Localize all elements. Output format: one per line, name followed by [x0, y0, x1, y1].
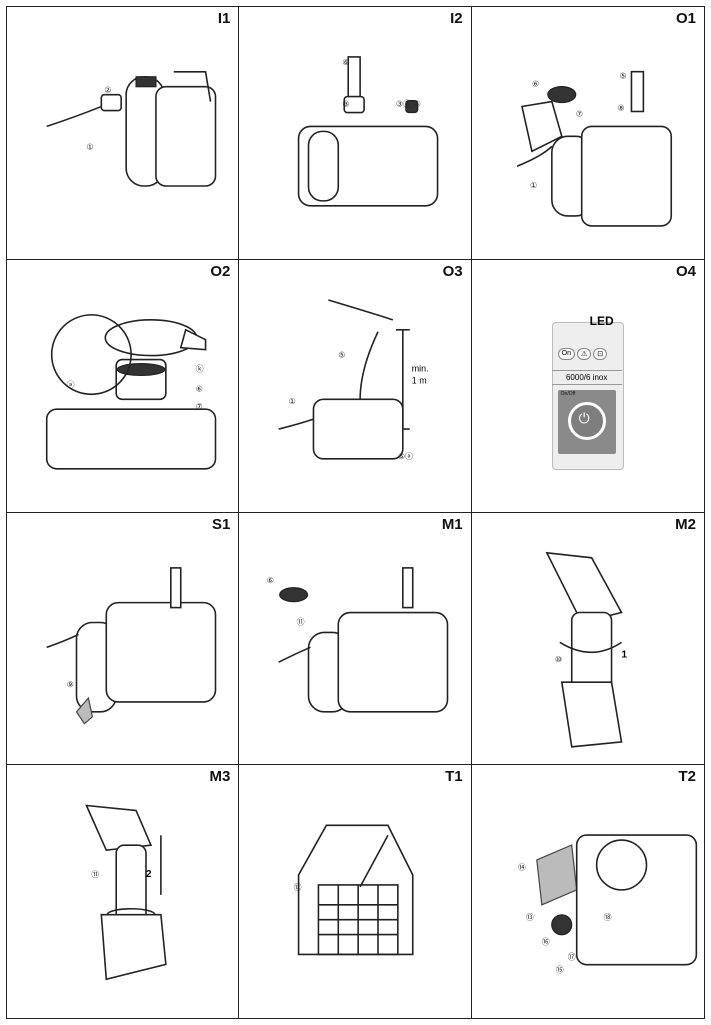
illustration-suction-height: min. 1 m ⑤ ① ⑤ⓐ — [278, 298, 429, 461]
power-icon: ⏻ — [578, 409, 590, 426]
callout: ⑬ — [526, 913, 534, 922]
panel-i1: I1 ② ① — [7, 7, 240, 260]
panel-m1: M1 ⑥ ⑪ — [239, 512, 472, 766]
panel-t2: T2 ⑭ ⑬ ⑱ ⑯ ⑰ ⑮ — [472, 765, 704, 1018]
callout: ⑥ — [532, 80, 539, 89]
callout: ⓐ — [67, 380, 75, 389]
onoff-label: On/Off — [560, 390, 576, 397]
panel-label: O1 — [675, 10, 696, 27]
callout: ⑰ — [567, 953, 575, 962]
callout: ① — [289, 397, 296, 406]
filter-led: ⊡ — [593, 347, 608, 360]
callout: ⑪ — [91, 870, 99, 879]
warning-led: ⚠ — [577, 347, 592, 360]
panel-label: I1 — [217, 10, 231, 27]
panel-label: S1 — [211, 515, 231, 533]
panel-o1: O1 ⑥ ⑤ ⑦ ⑧ ① — [471, 7, 704, 260]
callout: ⑤ — [339, 350, 346, 359]
illustration-valve-assembly: ⑭ ⑬ ⑱ ⑯ ⑰ ⑮ — [518, 834, 697, 975]
panel-label: O4 — [675, 262, 696, 280]
step-number: 2 — [146, 869, 152, 880]
panel-label: T2 — [678, 768, 696, 786]
instruction-grid: I1 ② ① I2 ⑥ ③ ③ⓑ ④ O1 — [6, 6, 705, 1019]
panel-m2: M2 1 ⑩ — [471, 513, 704, 766]
illustration-fill-water: ⑥ ⑤ ⑦ ⑧ ① — [516, 70, 672, 227]
panel-m3: M3 2 ⑪ — [7, 765, 240, 1018]
led-title: LED — [589, 313, 614, 328]
callout: ④ — [414, 100, 421, 109]
illustration-twist-filter: 1 ⑩ — [545, 551, 627, 748]
panel-label: O3 — [442, 262, 463, 280]
on-led: On — [557, 347, 575, 360]
illustration-filter-cap: ⓐ ⓚ ⑥ ⑦ — [45, 313, 217, 470]
panel-label: O2 — [210, 262, 231, 280]
callout: ⑤ⓐ — [398, 452, 413, 461]
callout: ⑥ — [267, 575, 274, 584]
callout: ⑥ — [343, 58, 350, 67]
callout: ⑯ — [541, 938, 549, 947]
panel-label: I2 — [450, 10, 463, 27]
illustration-connect-outlet: ⑥ ③ ③ⓑ ④ — [298, 56, 439, 207]
callout: ① — [86, 142, 93, 151]
callout: ⓚ — [196, 364, 204, 373]
callout: ⑮ — [555, 966, 563, 975]
panel-t1: T1 ⑫ — [239, 765, 472, 1018]
callout: ① — [530, 181, 537, 190]
panel-o2: O2 ⓐ ⓚ ⑥ ⑦ — [7, 259, 240, 513]
panel-i2: I2 ⑥ ③ ③ⓑ ④ — [239, 7, 472, 260]
callout: ⑱ — [603, 913, 611, 922]
callout: ③ⓑ — [396, 100, 411, 109]
panel-o4: O4 LED On ⚠ ⊡ 6000/6 inox On/Off ⏻ — [471, 260, 704, 513]
power-button[interactable] — [567, 401, 606, 440]
panel-s1: S1 ⑨ — [7, 512, 240, 766]
callout: ⑩ — [554, 655, 561, 664]
panel-o3: O3 min. 1 m ⑤ ① ⑤ⓐ — [239, 259, 472, 513]
callout: ⑥ — [196, 384, 203, 393]
illustration-impeller-screwdriver: ⑫ — [294, 824, 414, 956]
panel-label: M1 — [441, 515, 463, 533]
callout: ② — [104, 86, 111, 95]
callout: ⑫ — [294, 883, 302, 892]
panel-label: M2 — [675, 515, 696, 533]
illustration-pull-filter: 2 ⑪ — [85, 804, 167, 981]
callout: ⑧ — [617, 103, 624, 112]
min-height-label: min. — [412, 363, 429, 373]
illustration-hose-connection: ② ① — [46, 71, 217, 187]
illustration-remove-cap: ⑥ ⑪ — [267, 566, 449, 713]
callout: ⑦ — [196, 402, 203, 411]
callout: ③ — [343, 100, 350, 109]
callout: ⑭ — [518, 863, 526, 872]
callout: ⑨ — [67, 680, 74, 689]
panel-label: T1 — [445, 768, 463, 786]
min-height-value: 1 m — [412, 375, 427, 385]
callout: ⑤ — [619, 72, 626, 81]
step-number: 1 — [621, 649, 627, 660]
callout: ⑦ — [575, 109, 582, 118]
led-indicators: On ⚠ ⊡ — [557, 347, 608, 360]
illustration-drain-plug: ⑨ — [46, 566, 217, 725]
panel-label: M3 — [209, 768, 231, 786]
model-label: 6000/6 inox — [551, 369, 622, 385]
callout: ⑪ — [297, 617, 305, 626]
